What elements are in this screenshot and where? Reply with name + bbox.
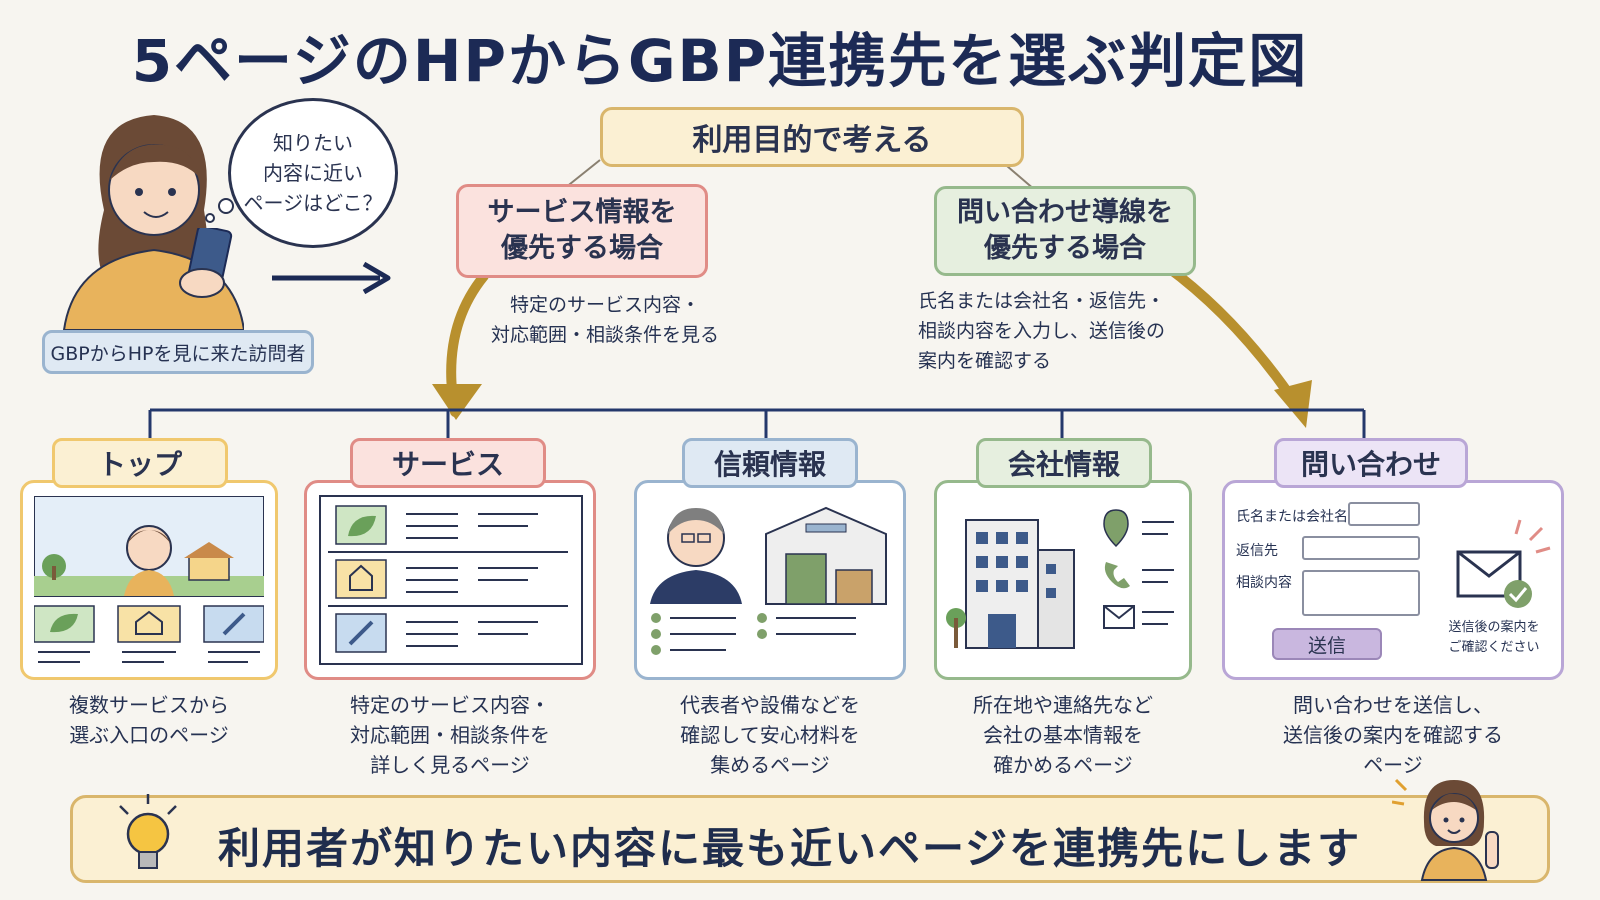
arrow-right-icon [272, 261, 391, 295]
service-case-line: サービス情報を [487, 197, 677, 228]
desc-line: 対応範囲・相談条件を見る [490, 324, 719, 346]
page-title: 5ページのHPからGBP連携先を選ぶ判定図 [131, 27, 1309, 95]
company-page-illustration [946, 509, 1174, 649]
top-page-illustration [34, 496, 264, 663]
thought-line: 内容に近い [263, 161, 363, 185]
lightbulb-icon [119, 794, 177, 869]
thought-bubble: 知りたい 内容に近い ページはどこ？ [228, 98, 398, 248]
desc-line: 特定のサービス内容・ [509, 294, 700, 316]
name-field[interactable] [1348, 502, 1420, 526]
thought-line: 知りたい [273, 131, 353, 155]
caption-line: 選ぶ入口のページ [69, 723, 229, 747]
service-case-line: 優先する場合 [501, 233, 663, 264]
purpose-box: 利用目的で考える [600, 107, 1024, 167]
check-icon [1504, 580, 1532, 608]
service-case-box: サービス情報を 優先する場合 [456, 184, 708, 278]
desc-line: 案内を確認する [918, 350, 1052, 372]
page-caption-contact: 問い合わせを送信し、 送信後の案内を確認する ページ [1222, 690, 1564, 780]
page-caption-service: 特定のサービス内容・ 対応範囲・相談条件を 詳しく見るページ [304, 690, 596, 780]
conclusion-banner [70, 795, 1550, 883]
caption-line: 問い合わせを送信し、 [1293, 693, 1493, 717]
caption-line: 会社の基本情報を [983, 723, 1143, 747]
page-tab-contact: 問い合わせ [1274, 438, 1468, 488]
caption-line: 確認して安心材料を [680, 723, 860, 747]
form-reply-label: 返信先 [1236, 543, 1278, 559]
page-tab-company: 会社情報 [976, 438, 1152, 488]
sent-note: 送信後の案内を ご確認ください [1432, 618, 1556, 658]
thought-line: ページはどこ？ [243, 191, 383, 215]
conclusion-text: 利用者が知りたい内容に最も近いページを連携先にします [218, 824, 1362, 873]
caption-line: ページ [1363, 753, 1423, 777]
caption-line: 確かめるページ [993, 753, 1133, 777]
envelope-check-icon [1456, 519, 1551, 608]
caption-line: 詳しく見るページ [370, 753, 530, 777]
contact-case-line: 優先する場合 [984, 233, 1146, 264]
page-caption-trust: 代表者や設備などを 確認して安心材料を 集めるページ [634, 690, 906, 780]
form-content-label: 相談内容 [1236, 575, 1292, 591]
caption-line: 集めるページ [710, 753, 830, 777]
caption-line: 複数サービスから [69, 693, 229, 717]
contact-case-box: 問い合わせ導線を 優先する場合 [934, 186, 1196, 276]
location-pin-icon [1103, 509, 1129, 548]
desc-line: 相談内容を入力し、送信後の [918, 320, 1166, 342]
contact-case-desc: 氏名または会社名・返信先・ 相談内容を入力し、送信後の 案内を確認する [918, 286, 1218, 376]
desc-line: 氏名または会社名・返信先・ [918, 290, 1166, 312]
note-line: ご確認ください [1448, 640, 1540, 655]
page-caption-top: 複数サービスから 選ぶ入口のページ [20, 690, 278, 750]
phone-icon [1104, 562, 1130, 589]
guide-illustration [1392, 778, 1499, 881]
caption-line: 代表者や設備などを [680, 693, 860, 717]
caption-line: 対応範囲・相談条件を [350, 723, 550, 747]
submit-button[interactable]: 送信 [1272, 628, 1382, 660]
form-name-label: 氏名または会社名 [1236, 509, 1348, 525]
service-page-illustration [319, 495, 583, 665]
trust-page-illustration [650, 506, 887, 655]
page-tab-service: サービス [350, 438, 546, 488]
caption-line: 特定のサービス内容・ [350, 693, 550, 717]
caption-line: 所在地や連絡先など [973, 693, 1153, 717]
page-tab-trust: 信頼情報 [682, 438, 858, 488]
service-case-desc: 特定のサービス内容・ 対応範囲・相談条件を見る [470, 290, 740, 350]
page-caption-company: 所在地や連絡先など 会社の基本情報を 確かめるページ [934, 690, 1192, 780]
page-tab-top: トップ [52, 438, 228, 488]
contact-case-line: 問い合わせ導線を [957, 197, 1173, 228]
caption-line: 送信後の案内を確認する [1283, 723, 1503, 747]
thought-bubble-icon [205, 198, 234, 223]
smartphone-icon [179, 228, 233, 298]
reply-field[interactable] [1302, 536, 1420, 560]
note-line: 送信後の案内を [1448, 620, 1540, 635]
visitor-label: GBPからHPを見に来た訪問者 [42, 330, 314, 374]
content-field[interactable] [1302, 570, 1420, 616]
